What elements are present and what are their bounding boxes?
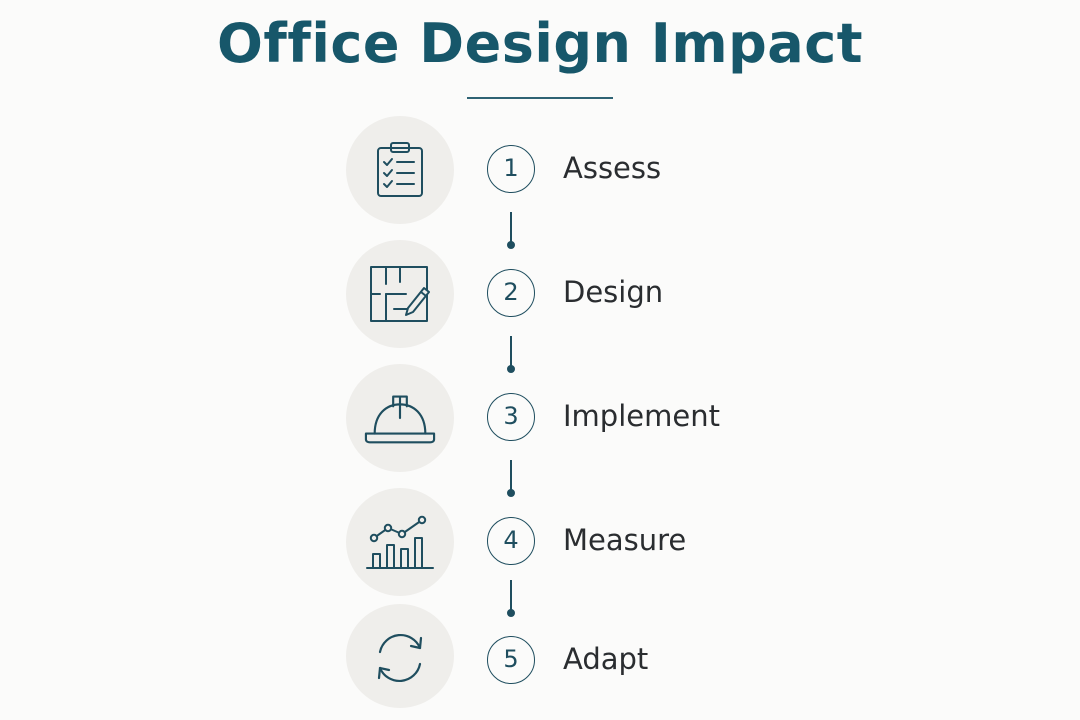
step-label: Measure [563,523,687,557]
step-icon-circle [346,604,454,708]
step-measure: 4 Measure [0,488,1080,598]
connector-dot [507,365,515,373]
refresh-cycle-icon [377,633,423,683]
connector-dot [507,609,515,617]
step-icon-circle [346,488,454,596]
step-icon-circle [346,116,454,224]
connector-line [510,212,512,244]
step-number: 2 [487,269,535,317]
step-adapt: 5 Adapt [0,604,1080,714]
step-design: 2 Design [0,240,1080,350]
connector-dot [507,241,515,249]
page-title: Office Design Impact [216,12,864,75]
connector-dot [507,489,515,497]
bar-chart-trend-icon [366,515,434,569]
connector-line [510,460,512,492]
step-number: 3 [487,393,535,441]
step-number: 1 [487,145,535,193]
hard-hat-icon [364,395,436,444]
title-divider [467,97,613,99]
clipboard-checklist-icon [377,142,423,197]
connector-line [510,336,512,368]
floorplan-pencil-icon [370,266,430,322]
step-assess: 1 Assess [0,116,1080,226]
step-label: Adapt [563,642,649,676]
step-label: Assess [563,151,662,185]
step-icon-circle [346,364,454,472]
step-icon-circle [346,240,454,348]
step-implement: 3 Implement [0,364,1080,474]
step-number: 4 [487,517,535,565]
connector-line [510,580,512,612]
step-number: 5 [487,636,535,684]
step-label: Implement [563,399,720,433]
step-label: Design [563,275,664,309]
